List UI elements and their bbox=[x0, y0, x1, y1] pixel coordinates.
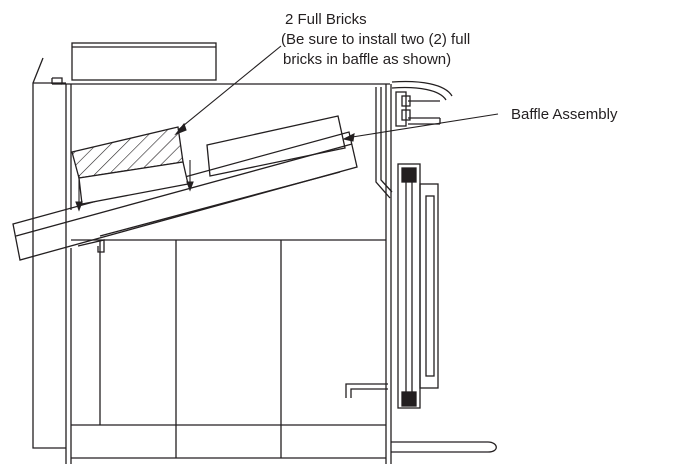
top-plate bbox=[51, 77, 390, 85]
baffle-support bbox=[77, 239, 105, 253]
firebox-left-wall bbox=[65, 84, 72, 464]
bricks-note-line-2: bricks in baffle as shown) bbox=[283, 51, 452, 68]
baffle-assembly-label: Baffle Assembly bbox=[511, 106, 618, 123]
firebrick-lining bbox=[71, 239, 386, 459]
grate-hook bbox=[345, 383, 388, 398]
left-shroud-panel bbox=[32, 57, 66, 449]
flue-collar bbox=[71, 42, 217, 81]
deflector-bracket bbox=[375, 87, 393, 199]
bricks-label: 2 Full Bricks bbox=[285, 11, 367, 28]
bricks-note-line-1: (Be sure to install two (2) full bbox=[281, 31, 471, 48]
full-bricks bbox=[71, 126, 189, 205]
firebox-right-wall bbox=[385, 84, 392, 464]
baffle-assembly bbox=[12, 131, 358, 261]
door-assembly bbox=[397, 163, 439, 409]
air-tube-assembly bbox=[391, 80, 453, 127]
door-gasket-top bbox=[401, 167, 417, 183]
door-gasket-bottom bbox=[401, 391, 417, 407]
leader-lines bbox=[75, 45, 499, 212]
ash-lip bbox=[391, 441, 497, 453]
baffle-top-brick bbox=[206, 115, 346, 177]
